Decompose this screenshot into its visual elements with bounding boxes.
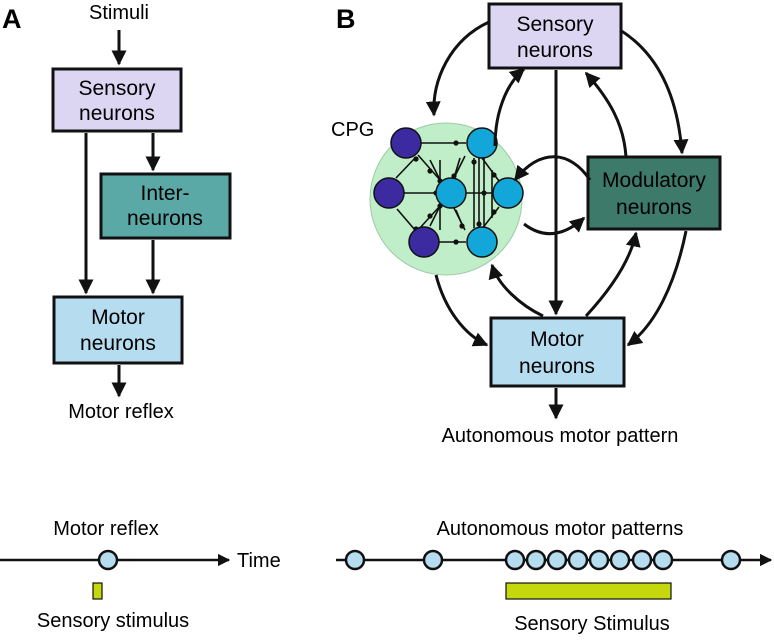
a-output-label: Motor reflex (68, 401, 174, 423)
timeline-b-event (504, 549, 526, 571)
timeline-a-stimulus-label: Sensory stimulus (37, 610, 189, 632)
a-sensory-text-1: Sensory (78, 77, 156, 100)
timeline-b-event (344, 549, 366, 571)
b-sensory-to-cpg-arrow (425, 20, 490, 117)
b-cpg-to-sensory-arrow (493, 67, 526, 147)
timeline-b-title: Autonomous motor patterns (437, 518, 684, 540)
timeline-b-event (652, 549, 674, 571)
timeline-b-event (631, 549, 653, 571)
timeline-b-stimulus-label: Sensory Stimulus (514, 613, 670, 635)
timeline-b-event (422, 549, 444, 571)
cpg-network (369, 122, 524, 276)
cpg-label: CPG (331, 119, 374, 141)
b-motor-to-modulatory-arrow (584, 231, 641, 318)
a-motor-box: Motor neurons (52, 295, 184, 365)
b-motor-text-1: Motor (530, 328, 584, 351)
b-modulatory-text-1: Modulatory (602, 169, 706, 192)
a-motor-text-1: Motor (91, 306, 145, 329)
b-motor-to-cpg-arrow (488, 263, 544, 318)
a-inter-box: Inter- neurons (99, 172, 232, 240)
b-modulatory-to-cpg-arrow (513, 155, 592, 182)
b-sensory-box: Sensory neurons (487, 2, 623, 70)
timeline-b-stimulus-bar (505, 582, 672, 600)
timeline-b-event (567, 549, 589, 571)
b-sensory-text-2: neurons (517, 39, 593, 62)
timeline-b-event (609, 549, 631, 571)
b-motor-box: Motor neurons (489, 316, 626, 388)
b-sensory-to-modulatory-arrow (619, 28, 689, 155)
timeline-a-stimulus-bar (92, 582, 103, 600)
a-inter-text-1: Inter- (140, 182, 189, 205)
b-modulatory-text-2: neurons (616, 196, 692, 219)
b-sensory-text-1: Sensory (516, 13, 594, 36)
panel-b-label: B (336, 4, 356, 34)
a-sensory-box: Sensory neurons (51, 67, 183, 133)
timeline-b-event (525, 549, 547, 571)
timeline-b-event (588, 549, 610, 571)
stimuli-label: Stimuli (89, 2, 149, 24)
timeline-b-events (344, 549, 742, 571)
b-motor-text-2: neurons (519, 355, 595, 378)
timeline-b-event (720, 549, 742, 571)
timeline-a-axis-label: Time (237, 550, 281, 572)
timeline-a-title: Motor reflex (53, 518, 159, 540)
b-cpg-to-motor-arrow (434, 274, 489, 347)
b-modulatory-to-motor-arrow (626, 230, 688, 347)
a-sensory-text-2: neurons (79, 102, 155, 125)
b-output-label: Autonomous motor pattern (442, 425, 679, 447)
timeline-a-event (97, 549, 119, 571)
b-cpg-to-modulatory-arrow (523, 216, 586, 236)
b-modulatory-to-sensory-arrow (584, 71, 628, 158)
panel-a-label: A (2, 4, 22, 34)
a-motor-text-2: neurons (80, 332, 156, 355)
timeline-b-event (546, 549, 568, 571)
a-inter-text-2: neurons (127, 207, 203, 230)
b-modulatory-box: Modulatory neurons (586, 155, 722, 231)
